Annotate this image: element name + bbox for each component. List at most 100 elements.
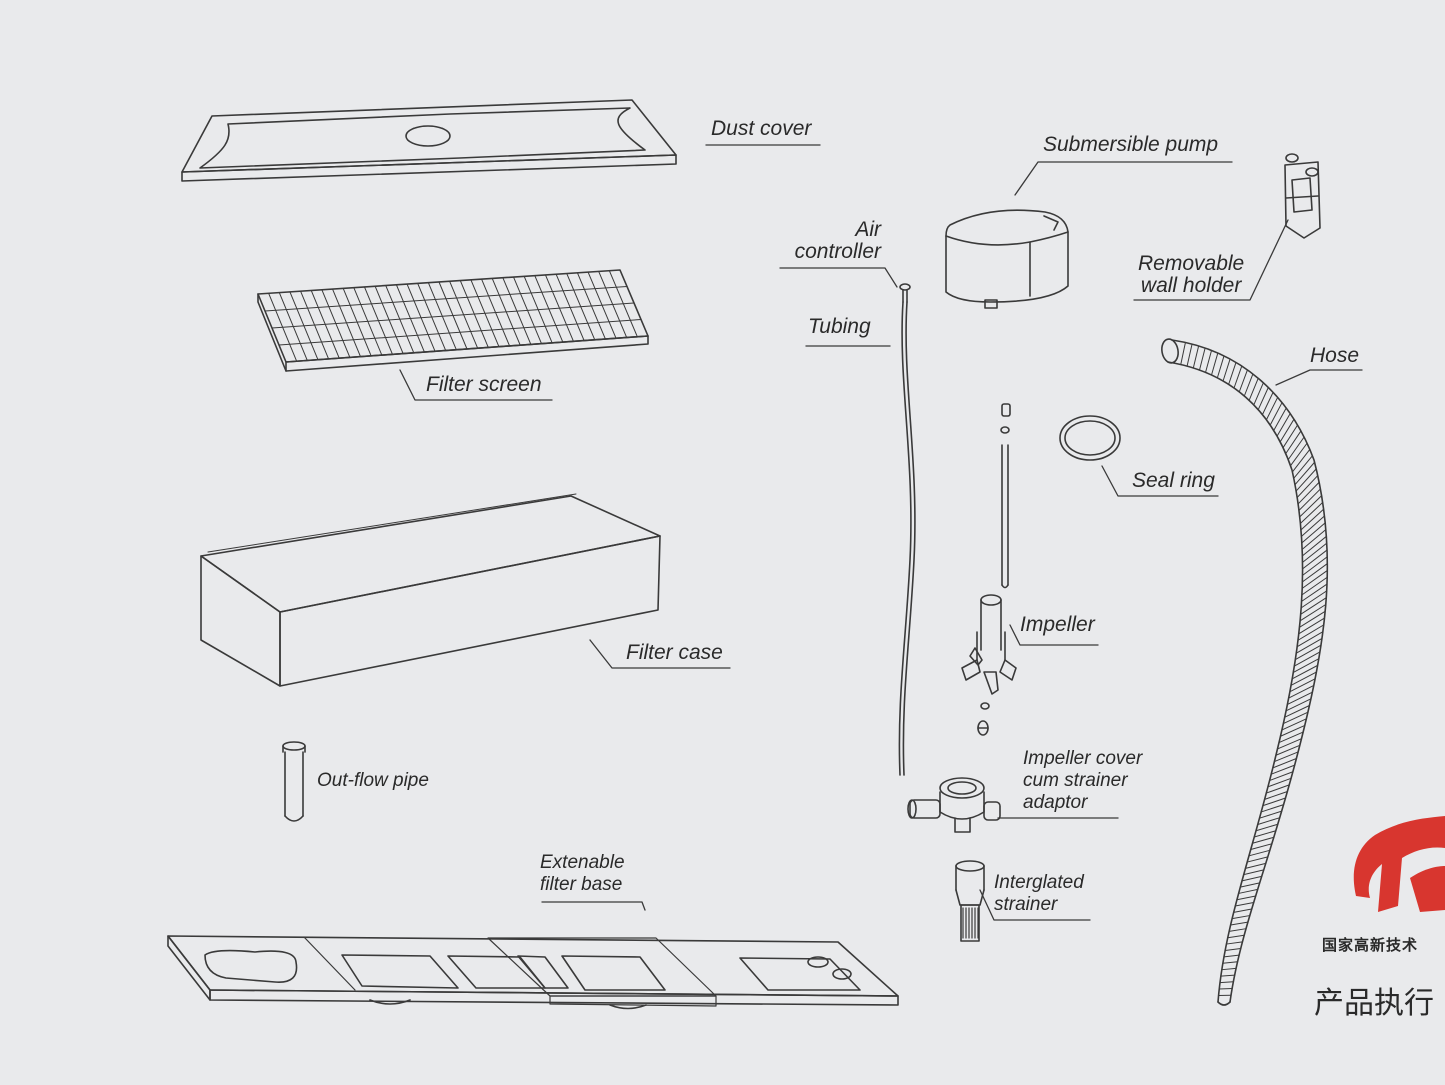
hose-ring — [1301, 528, 1327, 550]
hose-ring — [1216, 355, 1225, 379]
hose-ring — [1275, 744, 1301, 756]
hose-ring — [1298, 488, 1321, 511]
hose-ring — [1280, 724, 1306, 737]
hose-ring — [1186, 343, 1193, 367]
hose-ring — [1244, 862, 1267, 869]
label-line: wall holder — [1140, 274, 1242, 297]
hose-ring — [1295, 468, 1317, 492]
screen-grid-line — [278, 319, 642, 346]
hose-ring — [1297, 624, 1325, 641]
submersible-pump-drawing — [945, 209, 1069, 309]
hose-ring — [1231, 915, 1251, 920]
hose-ring — [1293, 651, 1321, 667]
hose-ring — [1276, 738, 1302, 750]
hose-ring — [1234, 901, 1255, 907]
hose-ring — [1192, 345, 1200, 369]
hose-ring — [1238, 888, 1259, 894]
hose-ring — [1243, 869, 1265, 876]
hose-ring — [1222, 961, 1239, 964]
dust-cover-drawing — [181, 99, 677, 182]
hose-ring — [1272, 758, 1297, 769]
hose-ring — [1246, 856, 1269, 863]
hose-ring — [1259, 810, 1283, 819]
hose-ring — [1300, 590, 1328, 609]
hose-ring — [1302, 542, 1328, 563]
hose-ring — [1238, 369, 1248, 393]
screen-grid-line — [271, 302, 635, 329]
hose-ring — [1284, 705, 1310, 718]
hose-ring — [1265, 784, 1290, 794]
hose-ring — [1241, 875, 1263, 882]
hose-ring — [1301, 576, 1328, 596]
label-line: adaptor — [1023, 792, 1088, 813]
label-line: filter base — [540, 874, 623, 895]
hose-ring — [1233, 908, 1253, 913]
hose-ring — [1301, 563, 1328, 583]
label-impeller-cover: Impeller cover cum strainer adaptor — [1023, 748, 1142, 814]
hose-ring — [1292, 658, 1320, 673]
hose-ring — [1299, 495, 1323, 518]
hose-ring — [1265, 396, 1279, 421]
hose-ring — [1297, 481, 1320, 505]
label-extenable-filter-base: Extenable filter base — [540, 852, 625, 896]
hose-ring — [1239, 882, 1261, 888]
logo-mark — [1353, 816, 1445, 912]
filter-case-drawing — [200, 493, 661, 687]
screen-grid-line — [264, 286, 628, 312]
impeller-drawing — [961, 403, 1017, 736]
hose-ring — [1273, 407, 1287, 432]
hose-ring — [1260, 804, 1285, 813]
hose-ring — [1285, 698, 1312, 712]
label-removable-wall-holder: Removable wall holder — [1138, 253, 1244, 297]
hose-ring — [1287, 436, 1305, 461]
hose-ring — [1223, 954, 1240, 958]
label-impeller: Impeller — [1020, 613, 1095, 636]
hose-ring — [1267, 777, 1292, 788]
hose-ring — [1288, 684, 1315, 699]
label-line: cum strainer — [1023, 770, 1128, 791]
hose-ring — [1211, 352, 1219, 376]
hose-ring — [1255, 823, 1279, 832]
hose-ring — [1225, 941, 1243, 945]
hose-ring — [1298, 610, 1326, 628]
hose-ring — [1296, 631, 1324, 648]
label-out-flow-pipe: Out-flow pipe — [317, 770, 429, 791]
impeller-cover-drawing — [907, 777, 1001, 833]
hose-ring — [1282, 711, 1309, 725]
seal-ring-drawing — [1059, 415, 1121, 461]
hose-ring — [1248, 849, 1271, 857]
hose-ring — [1224, 947, 1242, 951]
hose-ring — [1285, 430, 1302, 455]
hose-ring — [1270, 764, 1296, 775]
strainer-drawing — [955, 860, 985, 942]
hose-ring — [1282, 424, 1299, 449]
hose-ring — [1294, 644, 1322, 661]
hose-ring — [1205, 349, 1213, 373]
hose-ring — [1264, 790, 1288, 800]
label-filter-screen: Filter screen — [426, 373, 542, 396]
hose-ring — [1228, 928, 1247, 932]
air-controller-tubing-drawing — [898, 283, 916, 776]
hose-ring — [1296, 475, 1319, 499]
hose-ring — [1250, 843, 1273, 851]
hose-ring — [1293, 455, 1313, 479]
label-filter-case: Filter case — [626, 641, 723, 664]
wall-holder-drawing — [1284, 153, 1321, 239]
label-tubing: Tubing — [808, 315, 871, 338]
out-flow-pipe-drawing — [282, 741, 306, 822]
label-line: Impeller cover — [1023, 748, 1143, 769]
label-air-controller: Air controller — [783, 219, 881, 263]
hose-ring — [1233, 365, 1243, 389]
hose-ring — [1261, 391, 1274, 416]
hose-ring — [1180, 341, 1186, 366]
hose-ring — [1286, 691, 1313, 705]
hose-ring — [1269, 402, 1283, 426]
hose-ring — [1290, 671, 1317, 686]
hose-ring — [1301, 583, 1328, 602]
hose-ring — [1278, 731, 1304, 744]
hose-ring — [1301, 569, 1328, 589]
label-line: Interglated — [994, 872, 1084, 893]
hose-ring — [1276, 413, 1291, 437]
hose-ring — [1289, 678, 1316, 693]
